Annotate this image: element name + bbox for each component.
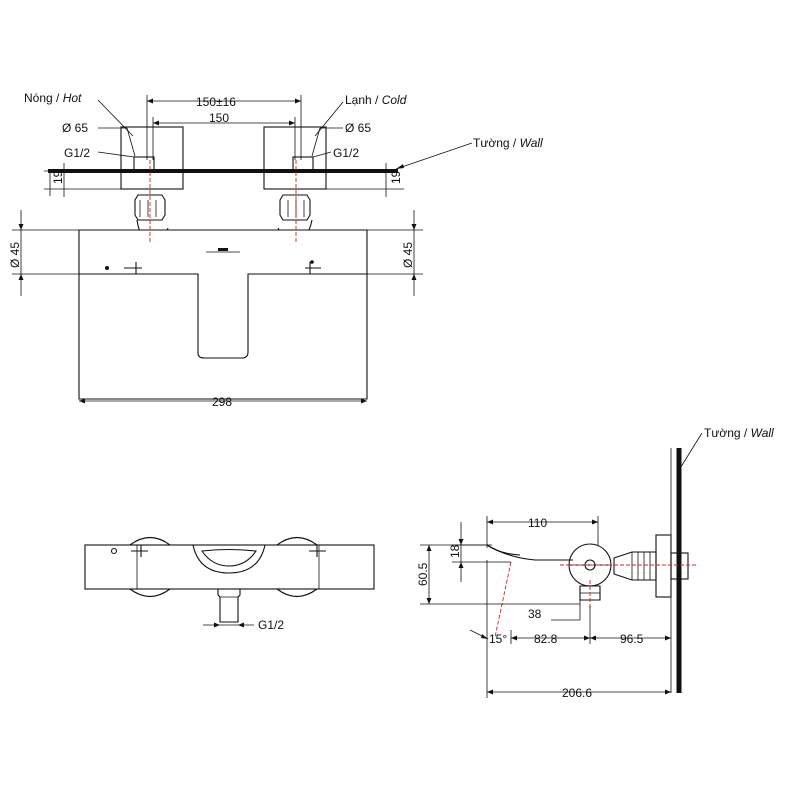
dim-wall-offset-right: 19 — [389, 170, 403, 184]
dim-d1: 82.8 — [534, 632, 558, 646]
dim-angle: 15° — [489, 632, 507, 646]
dim-body-dia-right: Ø 45 — [401, 242, 415, 268]
dim-spout-h: 18 — [448, 544, 462, 558]
mixer-body — [78, 229, 368, 400]
front-view: 150±16 150 Nóng / Hot Lạnh / Cold Ø 65 Ø… — [8, 91, 543, 409]
left-nut — [134, 194, 166, 221]
cold-label: Lạnh / Cold — [345, 93, 407, 107]
right-nut — [279, 194, 311, 221]
dim-reach-top: 110 — [528, 516, 547, 530]
wall-label: Tường / Wall — [473, 136, 543, 150]
dim-wall-offset-left: 19 — [51, 170, 65, 184]
dim-thread-right: G1/2 — [333, 146, 359, 160]
dim-outlet-drop: 38 — [528, 607, 542, 621]
left-flange — [120, 126, 184, 190]
plan-body — [84, 544, 375, 590]
plan-view: G1/2 — [84, 536, 375, 632]
side-spout — [486, 544, 573, 561]
hot-label: Nóng / Hot — [24, 91, 82, 105]
dim-d2: 96.5 — [620, 632, 644, 646]
plan-outlet — [217, 588, 241, 623]
side-view: Tường / Wall 110 — [416, 426, 774, 700]
dim-flange-left: Ø 65 — [62, 121, 88, 135]
dim-total: 206.6 — [562, 686, 592, 700]
dim-flange-right: Ø 65 — [345, 121, 371, 135]
dim-height: 60.5 — [416, 562, 430, 586]
dim-spacing: 150 — [209, 111, 229, 125]
dim-body-dia-left: Ø 45 — [8, 242, 22, 268]
dim-thread-left: G1/2 — [64, 146, 90, 160]
dim-spacing-tol: 150±16 — [196, 95, 236, 109]
dim-width: 298 — [212, 395, 232, 409]
dim-outlet-thread: G1/2 — [258, 618, 284, 632]
wall-label-side: Tường / Wall — [704, 426, 774, 440]
